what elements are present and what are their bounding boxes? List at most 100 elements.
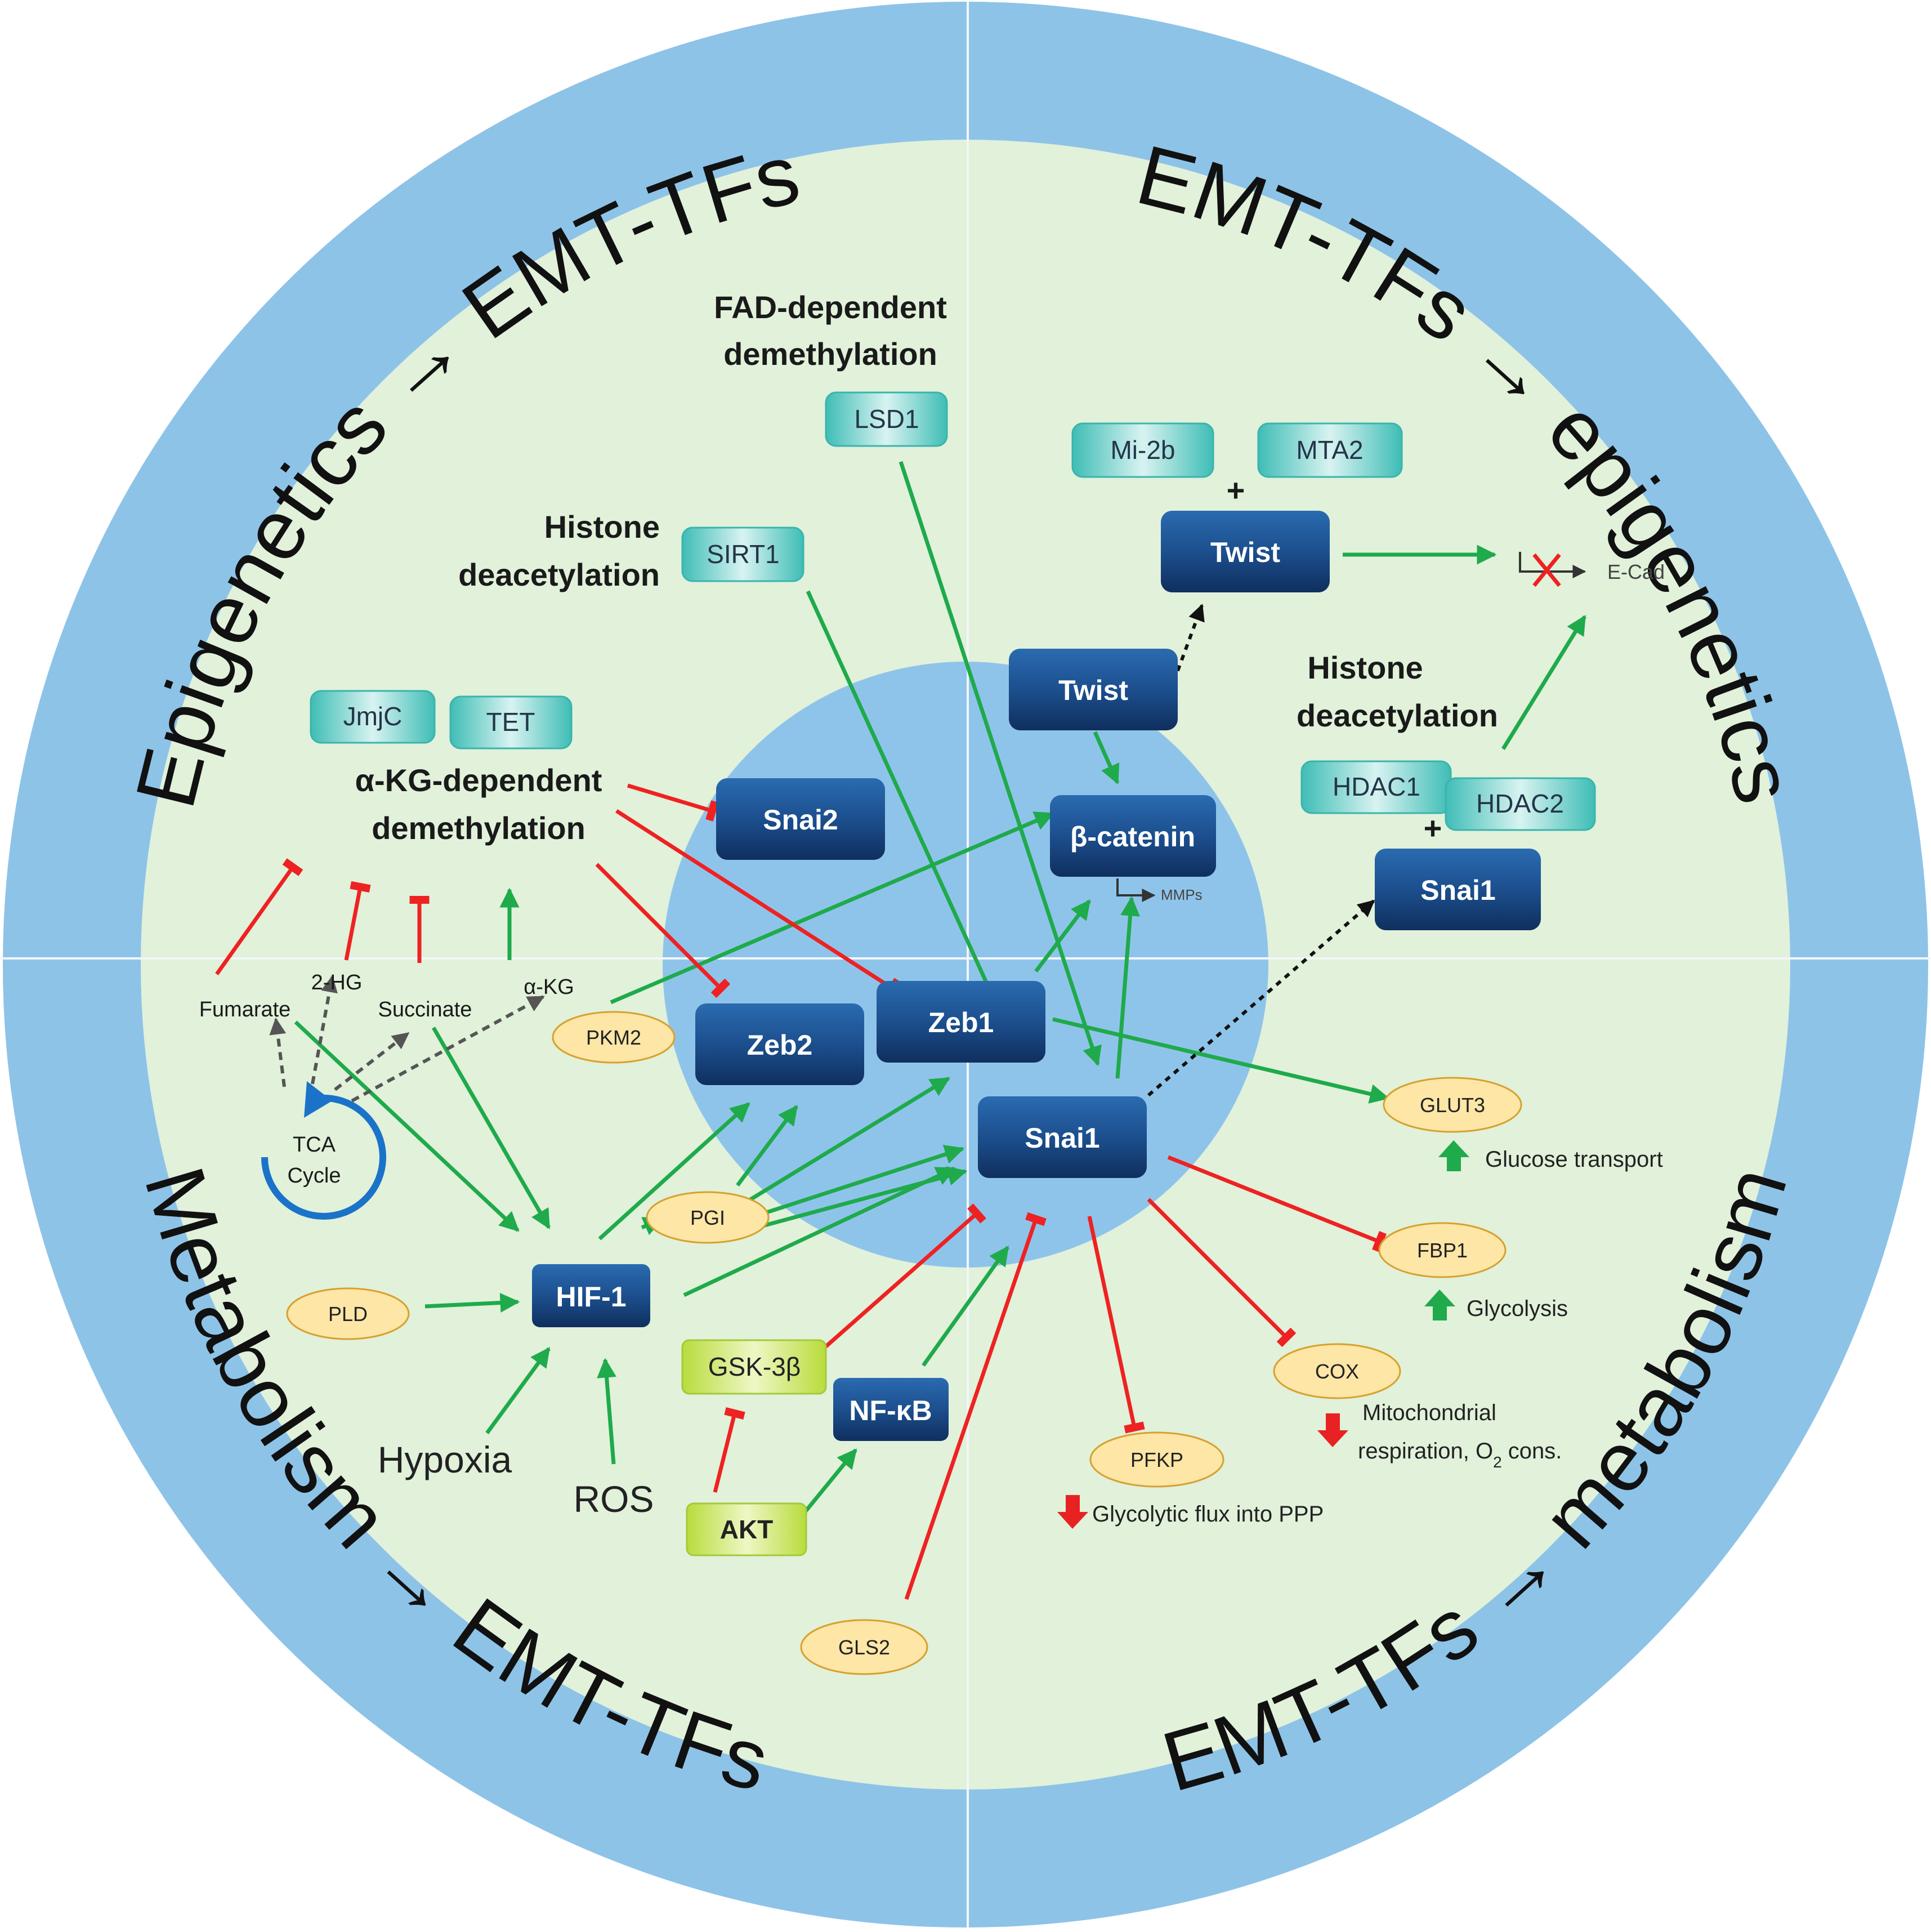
mito-label-1: Mitochondrial — [1362, 1400, 1496, 1425]
glut3-label: GLUT3 — [1420, 1094, 1485, 1117]
teal-tet: TET — [449, 695, 573, 749]
hist-left-heading-1: Histone — [544, 509, 660, 545]
oval-pgi: PGI — [646, 1191, 770, 1244]
fumarate-label: Fumarate — [199, 998, 291, 1021]
box-zeb2: Zeb2 — [695, 1003, 864, 1085]
edge-pgi-zeb1 — [745, 1077, 950, 1204]
edge-hypoxia-hif1 — [485, 1347, 551, 1435]
jmjc-label: JmjC — [343, 702, 403, 731]
mito-label-2: respiration, O2 cons. — [1358, 1439, 1562, 1471]
edge-twist-betacatenin — [1093, 731, 1120, 785]
hist-right-heading-1: Histone — [1307, 650, 1423, 685]
oval-gls2: GLS2 — [800, 1619, 928, 1675]
edge-succinate-hif1 — [431, 1027, 551, 1230]
oval-glut3: GLUT3 — [1383, 1077, 1522, 1133]
two-hg-label: 2-HG — [311, 971, 363, 994]
teal-hdac1: HDAC1 — [1300, 760, 1452, 814]
edge-fumarate-hif1 — [294, 1020, 520, 1232]
hist-left-heading-2: deacetylation — [458, 557, 660, 592]
ecad-label: E-Cad — [1607, 560, 1665, 583]
snai1-center-label: Snai1 — [1025, 1122, 1099, 1154]
kinase-gsk3b: GSK-3β — [681, 1339, 827, 1395]
hypoxia-label: Hypoxia — [378, 1439, 512, 1480]
edge-tca-2hg — [311, 975, 338, 1085]
box-snai1-right: Snai1 — [1375, 849, 1541, 930]
hdac1-label: HDAC1 — [1333, 772, 1420, 801]
pkm2-label: PKM2 — [586, 1026, 641, 1049]
twist-inner-label: Twist — [1058, 675, 1128, 706]
sirt1-label: SIRT1 — [707, 539, 780, 569]
box-nfkb: NF-κB — [833, 1378, 949, 1441]
edge-twist-translocation — [1172, 604, 1205, 682]
akg-heading-1: α-KG-dependent — [355, 762, 602, 798]
tca-label-2: Cycle — [287, 1164, 341, 1188]
zeb1-label: Zeb1 — [928, 1007, 994, 1038]
teal-lsd1: LSD1 — [825, 391, 948, 447]
succinate-label: Succinate — [378, 998, 472, 1021]
nucleus — [663, 662, 1268, 1268]
zeb2-label: Zeb2 — [747, 1029, 813, 1061]
box-twist-top: Twist — [1161, 511, 1330, 592]
tca-cycle-ring — [261, 1095, 386, 1220]
snai1-right-label: Snai1 — [1420, 874, 1495, 906]
edge-pkm2-betacatenin — [610, 811, 1055, 1005]
oval-pld: PLD — [286, 1287, 410, 1340]
pld-label: PLD — [328, 1302, 368, 1326]
dotted-translocation-edges — [1147, 604, 1375, 1097]
edge-sirt1-zeb1 — [806, 590, 1002, 1013]
edge-hif1-snai1 — [683, 1166, 956, 1297]
edge-tca-akg — [351, 995, 545, 1103]
mmps-label: MMPs — [1161, 886, 1203, 903]
edge-fumarate-inhibits — [215, 858, 303, 976]
edge-hif1-zeb2 — [598, 1102, 750, 1241]
edge-2hg-inhibits — [344, 881, 371, 961]
edge-nfkb-snai1 — [922, 1246, 1009, 1367]
edge-snai1-cox — [1147, 1198, 1297, 1348]
oval-pkm2: PKM2 — [552, 1011, 676, 1064]
twist-top-label: Twist — [1210, 537, 1280, 568]
edge-snai1-betacatenin — [1115, 896, 1140, 1079]
gls2-label: GLS2 — [838, 1636, 890, 1659]
teal-mta2: MTA2 — [1257, 422, 1403, 478]
box-hif1: HIF-1 — [532, 1264, 650, 1327]
fad-heading-1: FAD-dependent — [714, 289, 947, 325]
edge-pgi-zeb2 — [736, 1105, 798, 1187]
nfkb-label: NF-κB — [849, 1395, 932, 1426]
glycolytic-flux-label: Glycolytic flux into PPP — [1092, 1502, 1324, 1527]
akg-heading-2: demethylation — [372, 810, 585, 846]
inhibition-edges — [215, 783, 1387, 1600]
box-beta-catenin: β-catenin — [1050, 795, 1216, 877]
edge-akt-nfkb — [803, 1448, 857, 1514]
teal-jmjc: JmjC — [310, 690, 436, 744]
edge-zeb1-glut3 — [1052, 1017, 1390, 1104]
up-arrow-glucose-icon — [1438, 1140, 1469, 1171]
tet-label: TET — [486, 707, 535, 737]
edge-snai1-translocation — [1147, 899, 1375, 1097]
up-arrow-glycolysis-icon — [1424, 1290, 1455, 1320]
gsk3b-label: GSK-3β — [708, 1352, 801, 1381]
oval-cox: COX — [1273, 1343, 1401, 1399]
edge-akg-demethylation-zeb1 — [615, 809, 901, 999]
edge-gls2-snai1 — [904, 1212, 1047, 1600]
pfkp-label: PFKP — [1130, 1448, 1183, 1471]
hist-right-heading-2: deacetylation — [1297, 698, 1498, 733]
fad-heading-2: demethylation — [723, 336, 937, 372]
pgi-label: PGI — [690, 1206, 725, 1229]
edge-hdac-ecad — [1501, 615, 1586, 750]
teal-mi2b: Mi-2b — [1071, 422, 1214, 478]
edge-pgi-snai1-1 — [745, 1145, 965, 1221]
edge-pgi-snai1-2 — [745, 1166, 968, 1233]
edge-akg-demethylation-snai2 — [627, 783, 719, 822]
edge-akg-demethylation-zeb2 — [595, 863, 731, 998]
down-arrow-mito-icon — [1317, 1413, 1348, 1447]
edge-tca-succinate — [334, 1032, 410, 1091]
snai2-label: Snai2 — [763, 804, 838, 836]
edge-zeb1-betacatenin — [1034, 899, 1091, 973]
box-snai2: Snai2 — [716, 778, 885, 860]
edge-snai1-fbp1 — [1167, 1155, 1387, 1252]
mmps-promoter — [1116, 878, 1156, 902]
box-twist-inner: Twist — [1009, 649, 1178, 730]
mi2b-label: Mi-2b — [1110, 435, 1175, 465]
